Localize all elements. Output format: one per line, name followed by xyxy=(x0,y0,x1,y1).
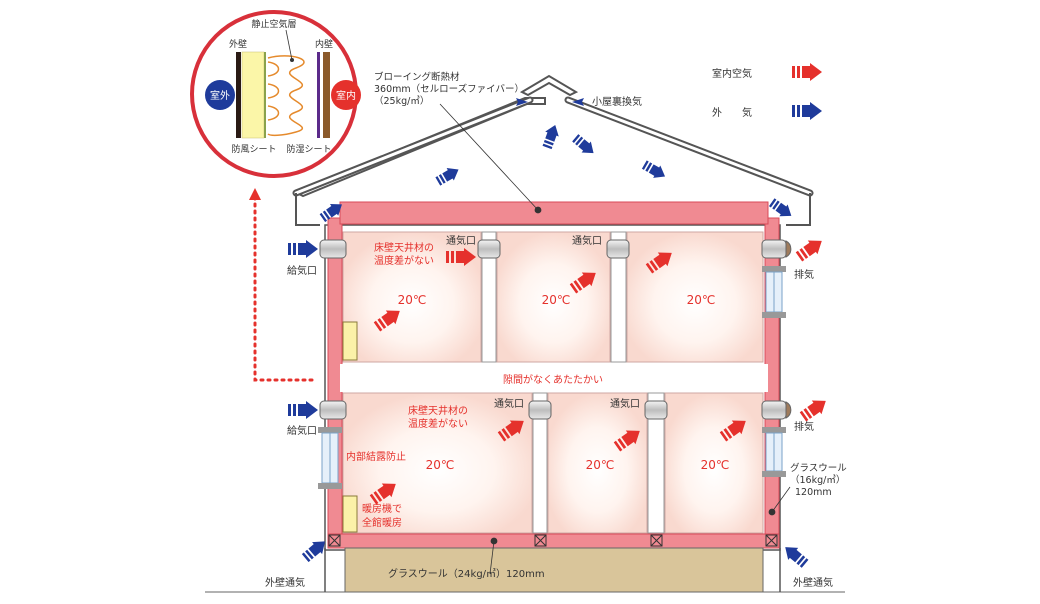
vent-pipe xyxy=(477,239,501,259)
window-right-lower xyxy=(762,427,786,477)
supply-inlet-label-lower: 給気口 xyxy=(287,424,317,437)
outside-badge xyxy=(205,80,235,110)
exhaust-label-upper: 排気 xyxy=(794,268,814,281)
room-temp: 20℃ xyxy=(398,293,427,307)
foundation xyxy=(205,534,845,593)
roof xyxy=(292,74,814,226)
glasswool-wall-line-1: グラスウール xyxy=(790,462,847,474)
window-right-upper xyxy=(762,266,786,318)
attic-ventilation-label: 小屋裏換気 xyxy=(592,95,642,108)
glasswool-wall-line-3: 120mm xyxy=(795,487,832,498)
exhaust-fan-icon xyxy=(785,240,792,258)
exhaust-label-lower: 排気 xyxy=(794,420,814,433)
floor-insulation xyxy=(327,533,780,549)
vent-pipe xyxy=(319,400,347,420)
windproof-sheet-label: 防風シート xyxy=(231,143,276,155)
blue-arrow-icon xyxy=(640,158,669,183)
room-lower-1 xyxy=(342,392,533,534)
roof-insulation-line-2: 360mm（セルローズファイバー） xyxy=(374,83,524,95)
inset-connector xyxy=(253,196,314,382)
no-temp-diff-lower-line-1: 床壁天井材の xyxy=(408,404,468,417)
prevent-condensation-label: 内部結露防止 xyxy=(346,450,406,463)
legend-indoor-air: 室内空気 xyxy=(712,67,752,80)
vent-pipes xyxy=(319,239,792,420)
connector-arrowhead xyxy=(249,188,261,200)
ceiling-insulation xyxy=(339,201,769,225)
heater-lower xyxy=(342,495,358,533)
roof-insulation-line-3: （25kg/㎥） xyxy=(374,95,429,107)
vent-pipe xyxy=(606,239,630,259)
blue-arrow-icon xyxy=(540,122,563,151)
no-gaps-warm-label: 隙間がなくあたたかい xyxy=(503,373,603,386)
vent-pipe xyxy=(319,239,347,259)
inside-label: 室内 xyxy=(336,89,356,102)
no-temp-diff-upper-line-1: 床壁天井材の xyxy=(374,241,434,254)
exterior-wall-vent-left: 外壁通気 xyxy=(265,576,305,589)
leader-lines xyxy=(439,103,791,575)
heater-line-1: 暖房機で xyxy=(362,502,402,515)
inner-wall-label: 内壁 xyxy=(315,38,333,50)
room-temp: 20℃ xyxy=(687,293,716,307)
room-lower-3 xyxy=(664,392,764,534)
blue-arrow-icon xyxy=(288,240,318,258)
partitions xyxy=(481,231,665,534)
roof-insulation-line-1: ブローイング断熱材 xyxy=(374,71,460,83)
inside-badge xyxy=(331,80,361,110)
exterior-wall-vent-right: 外壁通気 xyxy=(793,576,833,589)
windows xyxy=(318,266,786,489)
wall-detail-inset: 室外 室内 静止空気層 外壁 内壁 防風シート 防湿シート xyxy=(190,10,361,178)
glasswool-floor-label: グラスウール（24kg/㎥）120mm xyxy=(388,567,545,580)
room-upper-3 xyxy=(626,231,764,363)
blue-arrow-icon xyxy=(780,541,811,570)
vent-opening-label: 通気口 xyxy=(572,234,602,247)
red-arrow-icon xyxy=(798,394,831,424)
window-left-lower xyxy=(318,427,342,489)
vent-opening-label: 通気口 xyxy=(446,234,476,247)
heater-upper xyxy=(342,321,358,361)
supply-inlet-label-upper: 給気口 xyxy=(287,264,317,277)
vent-opening-label: 通気口 xyxy=(610,397,640,410)
vent-pipe xyxy=(644,400,668,420)
blue-arrow-icon xyxy=(434,163,463,188)
vent-pipe xyxy=(761,239,787,259)
moisture-sheet-label: 防湿シート xyxy=(286,143,331,155)
vent-pipe xyxy=(761,400,787,420)
no-temp-diff-lower-line-2: 温度差がない xyxy=(408,417,468,430)
room-lower-2 xyxy=(547,392,648,534)
upper-rooms xyxy=(342,231,764,363)
glasswool-wall-line-2: （16kg/㎥） xyxy=(790,474,845,486)
room-upper-2 xyxy=(496,231,611,363)
left-wall-insulation xyxy=(327,217,343,549)
legend-outdoor-air: 外 気 xyxy=(712,106,752,119)
outside-label: 室外 xyxy=(210,89,230,102)
room-temp: 20℃ xyxy=(426,458,455,472)
lower-rooms xyxy=(342,392,764,534)
text-labels: ブローイング断熱材 360mm（セルローズファイバー） （25kg/㎥） 小屋裏… xyxy=(265,67,847,589)
blue-arrow-icon xyxy=(570,132,599,159)
still-air-layer-label: 静止空気層 xyxy=(251,18,296,30)
ridge-vent-arrow-icon xyxy=(516,96,548,110)
outdoor-air-arrows xyxy=(288,96,822,570)
exhaust-fan-icon xyxy=(785,401,792,419)
red-arrow-icon xyxy=(794,234,827,264)
legend-red-arrow-icon xyxy=(792,63,822,81)
no-temp-diff-upper-line-2: 温度差がない xyxy=(374,254,434,267)
ridge-vent-arrow-icon xyxy=(572,98,584,106)
heater-line-2: 全館暖房 xyxy=(362,516,402,529)
vent-opening-label: 通気口 xyxy=(494,397,524,410)
room-temp: 20℃ xyxy=(701,458,730,472)
legend-blue-arrow-icon xyxy=(792,102,822,120)
vent-pipe xyxy=(528,400,552,420)
outer-wall-label: 外壁 xyxy=(229,38,247,50)
room-temp: 20℃ xyxy=(586,458,615,472)
blue-arrow-icon xyxy=(288,401,318,419)
room-temp: 20℃ xyxy=(542,293,571,307)
